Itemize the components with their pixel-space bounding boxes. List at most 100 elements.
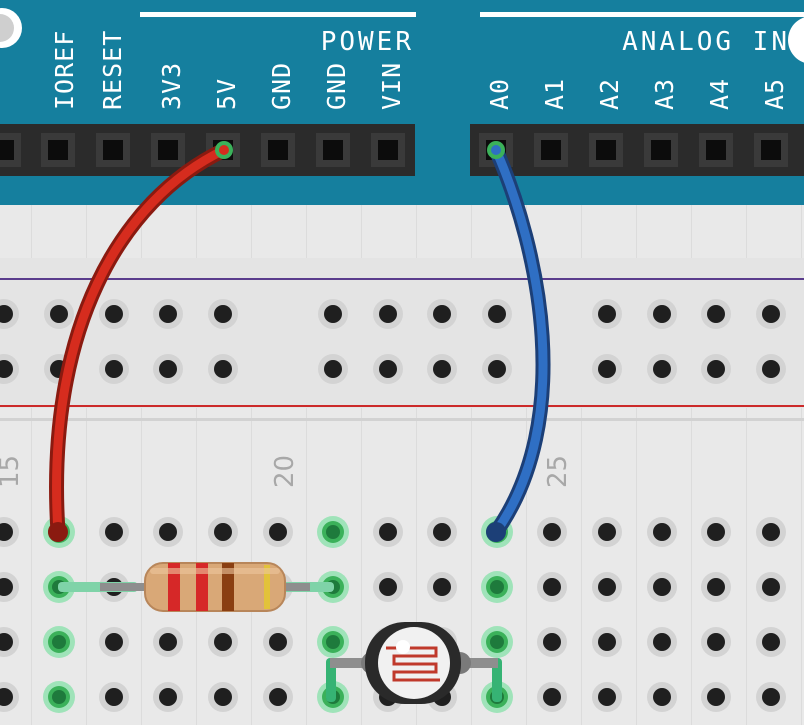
breadboard-hole[interactable]	[543, 688, 561, 706]
breadboard-hole[interactable]	[653, 688, 671, 706]
breadboard-hole[interactable]	[707, 633, 725, 651]
breadboard-hole[interactable]	[214, 688, 232, 706]
breadboard-hole[interactable]	[707, 523, 725, 541]
breadboard-hole[interactable]	[379, 578, 397, 596]
breadboard-hole[interactable]	[214, 523, 232, 541]
breadboard-hole[interactable]	[159, 523, 177, 541]
analog-bracket	[480, 12, 804, 17]
resistor-band-1	[168, 563, 180, 611]
column-number-25: 25	[543, 455, 573, 488]
breadboard-hole[interactable]	[707, 578, 725, 596]
breadboard-hole[interactable]	[269, 633, 287, 651]
grid-line	[746, 205, 747, 725]
breadboard-hole[interactable]	[488, 305, 506, 323]
breadboard-hole-inner	[326, 525, 340, 539]
breadboard-hole[interactable]	[653, 305, 671, 323]
grid-line	[581, 205, 582, 725]
breadboard-hole[interactable]	[762, 360, 780, 378]
breadboard-hole[interactable]	[433, 305, 451, 323]
breadboard-hole[interactable]	[105, 360, 123, 378]
pin-label-reset: RESET	[98, 30, 127, 110]
breadboard-hole[interactable]	[214, 360, 232, 378]
breadboard-hole[interactable]	[433, 523, 451, 541]
breadboard-hole[interactable]	[543, 578, 561, 596]
blue-wire[interactable]	[491, 145, 548, 537]
photoresistor-lead-left	[330, 658, 382, 668]
red-wire[interactable]	[52, 145, 229, 537]
breadboard-hole[interactable]	[214, 633, 232, 651]
breadboard-hole[interactable]	[159, 305, 177, 323]
power-rail-strip	[0, 258, 804, 408]
grid-line	[86, 205, 87, 725]
resistor-lead-right	[270, 583, 310, 591]
breadboard-hole[interactable]	[50, 305, 68, 323]
wire-end-5v-core	[219, 145, 229, 155]
breadboard-hole[interactable]	[105, 523, 123, 541]
breadboard-hole[interactable]	[105, 688, 123, 706]
breadboard-hole[interactable]	[598, 360, 616, 378]
breadboard-hole[interactable]	[762, 633, 780, 651]
breadboard-hole[interactable]	[269, 523, 287, 541]
breadboard-hole[interactable]	[653, 523, 671, 541]
breadboard-hole[interactable]	[379, 305, 397, 323]
breadboard-hole[interactable]	[598, 688, 616, 706]
breadboard-hole[interactable]	[379, 360, 397, 378]
header-socket-hole	[323, 140, 343, 160]
pin-label-a2: A2	[595, 78, 624, 110]
breadboard-hole[interactable]	[598, 633, 616, 651]
breadboard-hole[interactable]	[105, 305, 123, 323]
breadboard-hole[interactable]	[598, 578, 616, 596]
photoresistor-trace	[386, 646, 440, 682]
breadboard-hole[interactable]	[324, 360, 342, 378]
breadboard-hole[interactable]	[762, 305, 780, 323]
breadboard-hole[interactable]	[0, 578, 13, 596]
breadboard-hole[interactable]	[324, 305, 342, 323]
breadboard-hole[interactable]	[488, 360, 506, 378]
breadboard-hole[interactable]	[543, 633, 561, 651]
breadboard-hole[interactable]	[653, 578, 671, 596]
breadboard-hole[interactable]	[707, 688, 725, 706]
breadboard-hole[interactable]	[379, 523, 397, 541]
breadboard-hole[interactable]	[653, 360, 671, 378]
breadboard-hole[interactable]	[707, 305, 725, 323]
resistor[interactable]	[144, 562, 286, 612]
breadboard-hole[interactable]	[543, 523, 561, 541]
photoresistor[interactable]	[361, 622, 471, 704]
pin-label-gnd-1: GND	[267, 62, 296, 110]
breadboard-hole[interactable]	[159, 688, 177, 706]
breadboard-hole[interactable]	[0, 633, 13, 651]
breadboard-hole[interactable]	[0, 305, 13, 323]
header-socket-hole	[378, 140, 398, 160]
grid-line	[416, 205, 417, 725]
breadboard-hole-inner	[52, 635, 66, 649]
header-socket-hole	[48, 140, 68, 160]
breadboard-hole[interactable]	[159, 360, 177, 378]
breadboard-hole-inner	[52, 690, 66, 704]
mounting-hole-right	[788, 17, 804, 63]
pin-label-a5: A5	[760, 78, 789, 110]
breadboard-hole[interactable]	[762, 688, 780, 706]
grid-line	[31, 205, 32, 725]
column-number-20: 20	[270, 455, 300, 488]
breadboard-hole[interactable]	[159, 633, 177, 651]
breadboard-hole[interactable]	[269, 688, 287, 706]
breadboard-hole[interactable]	[598, 523, 616, 541]
breadboard-hole[interactable]	[0, 360, 13, 378]
breadboard-hole[interactable]	[598, 305, 616, 323]
breadboard-hole[interactable]	[433, 578, 451, 596]
resistor-band-4	[264, 565, 270, 609]
rail-positive-line	[0, 405, 804, 407]
header-socket-hole	[651, 140, 671, 160]
header-socket-hole	[706, 140, 726, 160]
breadboard-hole[interactable]	[762, 578, 780, 596]
breadboard-hole[interactable]	[0, 688, 13, 706]
breadboard-hole[interactable]	[762, 523, 780, 541]
wire-end-red-board	[48, 522, 68, 542]
header-sockets	[0, 133, 788, 167]
breadboard-hole[interactable]	[105, 633, 123, 651]
breadboard-hole[interactable]	[653, 633, 671, 651]
breadboard-hole[interactable]	[214, 305, 232, 323]
breadboard-hole[interactable]	[433, 360, 451, 378]
breadboard-hole[interactable]	[707, 360, 725, 378]
breadboard-hole[interactable]	[0, 523, 13, 541]
